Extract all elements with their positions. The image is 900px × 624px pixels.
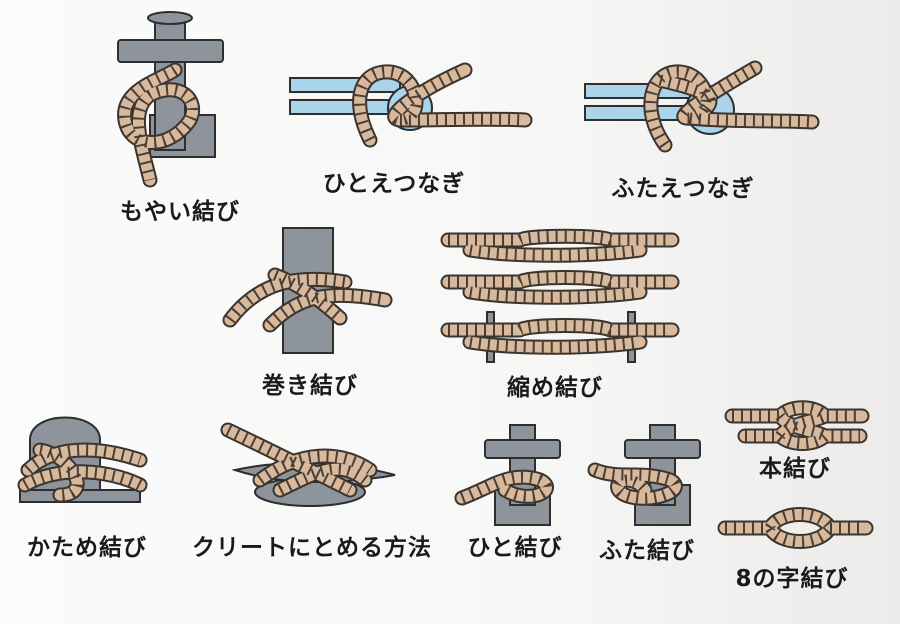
label-bowline: もやい結び xyxy=(120,199,240,225)
round-turn-illustration xyxy=(17,416,148,503)
label-clove-hitch: 巻き結び xyxy=(262,373,358,399)
half-hitch-illustration xyxy=(454,424,561,526)
label-square-knot: 本結び xyxy=(759,456,831,482)
cleat-illustration xyxy=(220,422,396,507)
label-double-sheet-bend: ふたえつなぎ xyxy=(611,176,755,202)
label-figure-eight: 8の字結び xyxy=(735,566,849,592)
sheepshank-illustration xyxy=(440,228,680,363)
label-round-turn: かため結び xyxy=(27,535,147,561)
square-knot-illustration xyxy=(724,400,870,451)
double-sheet-bend-illustration xyxy=(584,60,820,153)
clove-hitch-illustration xyxy=(222,227,393,354)
sheet-bend-illustration xyxy=(289,62,533,148)
figure-eight-illustration xyxy=(717,507,874,549)
label-sheet-bend: ひとえつなぎ xyxy=(322,171,466,197)
bowline-illustration xyxy=(117,11,224,188)
two-half-hitches-illustration xyxy=(587,424,701,526)
label-sheepshank: 縮め結び xyxy=(507,375,603,401)
label-two-half-hitches: ふた結び xyxy=(599,538,695,564)
label-cleat-hitch: クリートにとめる方法 xyxy=(192,535,432,561)
label-half-hitch: ひと結び xyxy=(467,535,563,561)
